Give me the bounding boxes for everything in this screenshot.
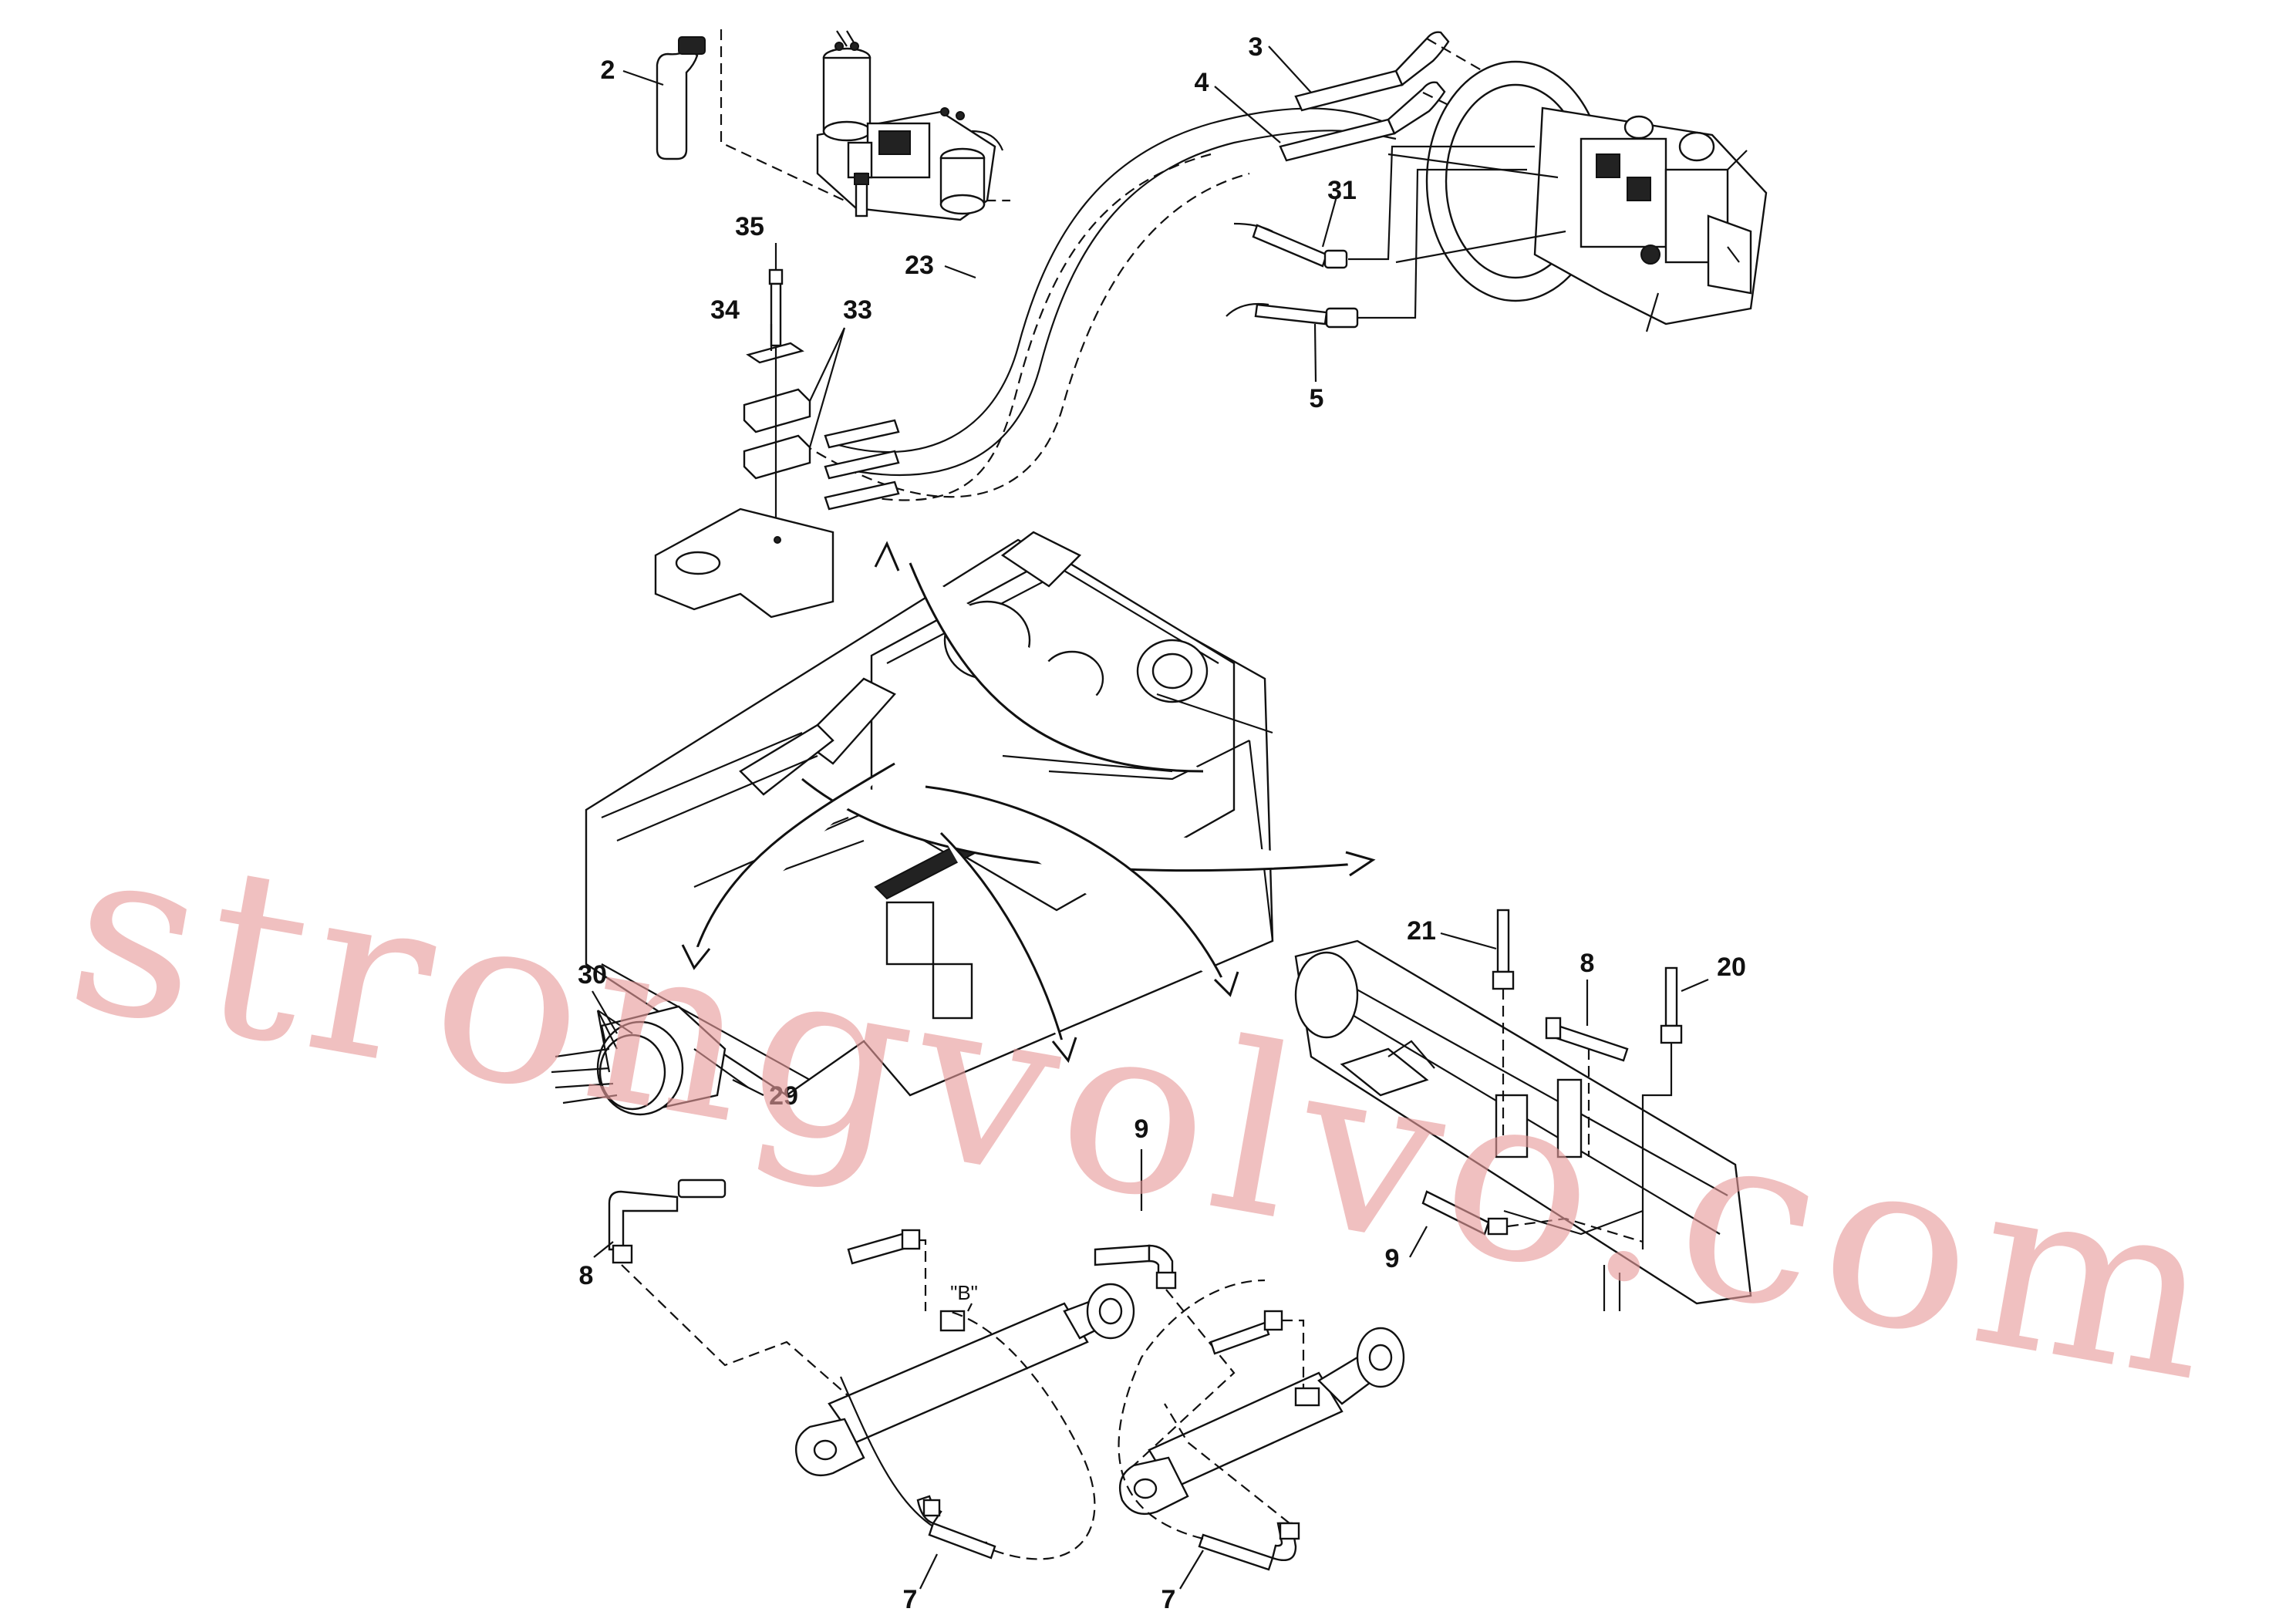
callout-2: 2 — [601, 56, 615, 85]
callout-30: 30 — [578, 960, 607, 990]
valve-block-assembly — [816, 30, 1004, 221]
hose-part-31 — [1233, 145, 1535, 269]
hose-part-2 — [656, 36, 706, 160]
hose-part-7-left — [839, 1310, 1096, 1560]
hydraulic-cylinder-left — [794, 1229, 1135, 1477]
view-note-b: "B" — [950, 1281, 978, 1304]
callout-9-right: 9 — [1385, 1244, 1400, 1273]
callout-35: 35 — [735, 212, 764, 241]
clamp-part-33 — [743, 388, 900, 511]
callout-34: 34 — [710, 295, 740, 325]
callout-23: 23 — [905, 251, 934, 280]
fitting-part-8-right — [1545, 1017, 1629, 1157]
callout-7-right: 7 — [1161, 1585, 1176, 1614]
hose-part-9-center — [1094, 1244, 1236, 1505]
hose-part-8-left — [608, 1179, 849, 1397]
callout-3: 3 — [1249, 32, 1263, 62]
hydraulic-cylinder-right — [1118, 1310, 1405, 1516]
callout-7-left: 7 — [903, 1585, 918, 1614]
hose-part-7-right — [1118, 1279, 1300, 1571]
hydraulic-pump-assembly — [1387, 38, 1768, 332]
callout-31: 31 — [1327, 176, 1357, 205]
callout-33: 33 — [843, 295, 872, 325]
callout-9-center: 9 — [1135, 1114, 1149, 1144]
fitting-part-20 — [1641, 966, 1683, 1249]
callout-8-left: 8 — [579, 1261, 594, 1290]
bolt-part-35 — [768, 268, 784, 347]
callout-4: 4 — [1195, 68, 1209, 97]
tube-part-4 — [1279, 81, 1446, 162]
callout-5: 5 — [1310, 384, 1324, 413]
routing-arrows — [681, 541, 1376, 1064]
callout-21: 21 — [1407, 916, 1436, 946]
fitting-part-21 — [1492, 909, 1515, 1141]
callout-8-right: 8 — [1580, 949, 1595, 978]
tube-part-3 — [1294, 31, 1450, 112]
callout-20: 20 — [1717, 953, 1746, 982]
hose-part-5 — [1226, 168, 1527, 329]
leader-lines — [592, 46, 1709, 1590]
chassis-rail-assembly — [1294, 939, 1752, 1311]
connector-part-29-30 — [551, 1005, 749, 1116]
callout-29: 29 — [769, 1081, 798, 1111]
fitting-part-9-right — [1421, 1190, 1644, 1243]
bracket-part — [654, 508, 834, 619]
